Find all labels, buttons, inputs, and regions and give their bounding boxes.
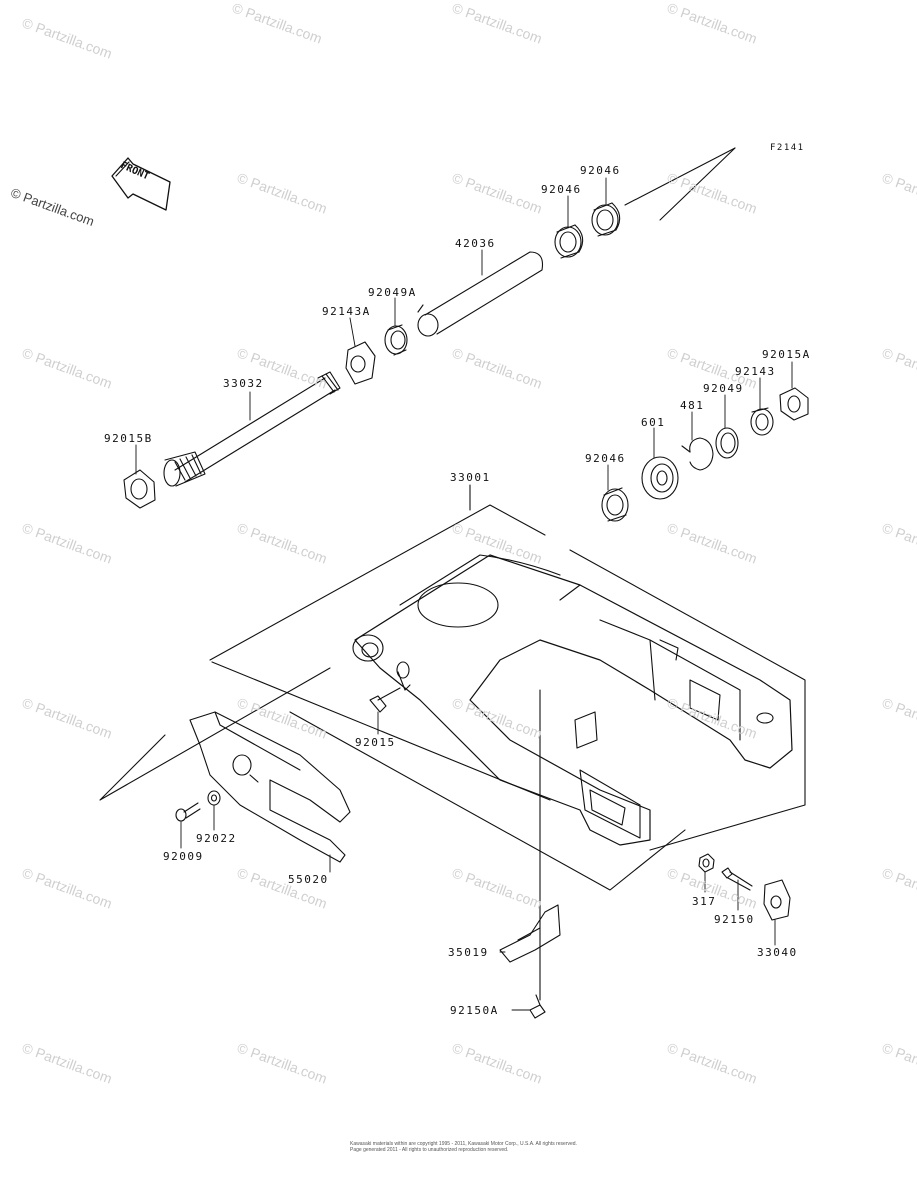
- copyright-notice: Kawasaki materials within are copyright …: [350, 1141, 580, 1153]
- washer-92022: [207, 790, 221, 806]
- figure-code: F2141: [770, 143, 805, 153]
- bearing-92046-second: [554, 224, 584, 259]
- part-label-317[interactable]: 317: [692, 895, 717, 908]
- sleeve-42036: [417, 251, 544, 337]
- cover-35019: [499, 689, 561, 1001]
- chain-guard-55020: [189, 711, 351, 863]
- part-label-33001[interactable]: 33001: [450, 471, 491, 484]
- bolt-92015: [369, 661, 411, 713]
- swingarm-33001: [352, 554, 793, 846]
- part-label-35019[interactable]: 35019: [448, 946, 489, 959]
- seal-92049: [715, 427, 739, 459]
- part-label-92022[interactable]: 92022: [196, 832, 237, 845]
- part-label-92015B[interactable]: 92015B: [104, 432, 153, 445]
- leader-box-right: [289, 549, 806, 891]
- front-arrow-icon: [111, 157, 171, 211]
- block-33040: [763, 879, 791, 921]
- collar-92143A: [345, 341, 376, 385]
- axle-33032: [163, 371, 341, 487]
- leader-33001: [209, 484, 551, 801]
- part-label-92015A[interactable]: 92015A: [762, 348, 811, 361]
- part-label-92015[interactable]: 92015: [355, 736, 396, 749]
- nut-317: [698, 853, 715, 873]
- leader-55020: [99, 667, 331, 801]
- leader-lines-top: [624, 147, 736, 221]
- part-label-92046-top[interactable]: 92046: [580, 164, 621, 177]
- part-label-33032[interactable]: 33032: [223, 377, 264, 390]
- collar-92143: [750, 407, 774, 436]
- part-label-92046-second[interactable]: 92046: [541, 183, 582, 196]
- seal-92049A: [384, 324, 408, 356]
- part-label-481[interactable]: 481: [680, 399, 705, 412]
- bolt-92150A: [529, 994, 546, 1019]
- nut-92015B: [123, 469, 156, 509]
- part-label-92143A[interactable]: 92143A: [322, 305, 371, 318]
- part-label-92150A[interactable]: 92150A: [450, 1004, 499, 1017]
- part-label-601[interactable]: 601: [641, 416, 666, 429]
- part-label-92143[interactable]: 92143: [735, 365, 776, 378]
- part-label-92009[interactable]: 92009: [163, 850, 204, 863]
- bearing-92046-lower: [601, 487, 629, 522]
- part-label-42036[interactable]: 42036: [455, 237, 496, 250]
- part-label-92049[interactable]: 92049: [703, 382, 744, 395]
- part-label-92049A[interactable]: 92049A: [368, 286, 417, 299]
- circlip-481: [681, 437, 714, 471]
- part-label-92150[interactable]: 92150: [714, 913, 755, 926]
- bolt-92009: [175, 802, 201, 822]
- ball-bearing-601: [641, 456, 679, 500]
- copyright-line-1: Kawasaki materials within are copyright …: [350, 1141, 577, 1147]
- part-label-92046-lower[interactable]: 92046: [585, 452, 626, 465]
- bearing-92046-upper: [591, 202, 621, 237]
- copyright-line-2: Page generated 2011 - All rights to unau…: [350, 1147, 509, 1153]
- nut-92015A: [779, 387, 809, 421]
- bolt-92150: [721, 867, 753, 891]
- label-leaders: [135, 177, 793, 1011]
- part-label-33040[interactable]: 33040: [757, 946, 798, 959]
- part-label-55020[interactable]: 55020: [288, 873, 329, 886]
